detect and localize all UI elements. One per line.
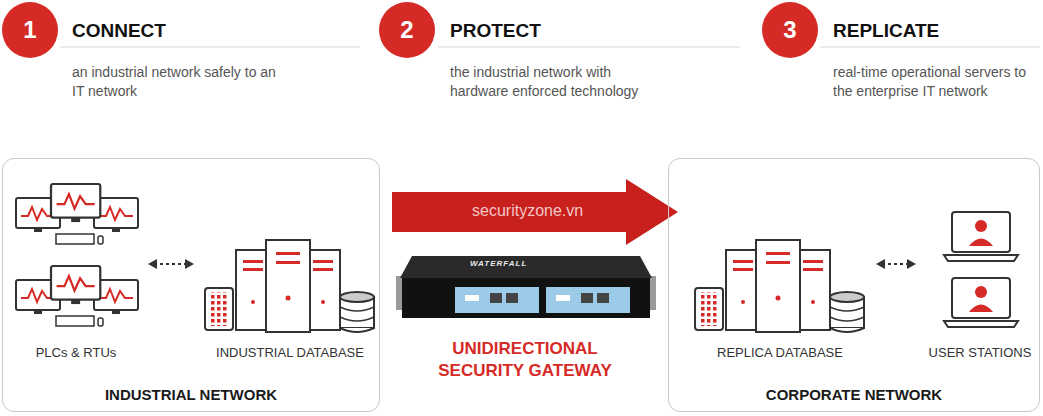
step-heading: PROTECT xyxy=(450,20,541,42)
node-caption: INDUSTRIAL NETWORK xyxy=(3,386,379,403)
database-group: INDUSTRIAL DATABASE xyxy=(197,237,383,361)
arrowhead xyxy=(148,259,157,269)
monitor-icons xyxy=(16,184,138,326)
dotted-line xyxy=(154,263,188,265)
server-icons xyxy=(695,240,864,332)
step-number: 1 xyxy=(2,2,58,58)
device-group: PLCs & RTUs xyxy=(7,176,145,361)
step-description: the industrial network with hardware enf… xyxy=(450,63,665,101)
watermark: securityzone.vn xyxy=(472,202,583,220)
step-heading: CONNECT xyxy=(72,20,166,42)
arrowhead xyxy=(185,259,194,269)
step-description: an industrial network safely to an IT ne… xyxy=(72,63,287,101)
node-caption: REPLICA DATABASE xyxy=(687,345,873,361)
gateway-device xyxy=(396,256,656,318)
network-region: CORPORATE NETWORK REPLICA DATABASE USER ST… xyxy=(668,158,1040,412)
network-region: INDUSTRIAL NETWORK PLCs & RTUs INDUSTRIAL … xyxy=(2,158,380,412)
node-caption: USER STATIONS xyxy=(919,345,1041,361)
node-caption: PLCs & RTUs xyxy=(7,345,145,361)
gateway-node: UNIDIRECTIONAL SECURITY GATEWAY xyxy=(392,252,658,384)
database-group: REPLICA DATABASE xyxy=(687,237,873,361)
arrowhead xyxy=(907,259,916,269)
step-number: 3 xyxy=(762,2,818,58)
callout-number: 1 xyxy=(23,16,36,44)
laptop-icons xyxy=(944,212,1018,327)
link-arrow xyxy=(148,259,194,269)
step-description: real-time operational servers to the ent… xyxy=(833,63,1038,101)
step-heading: REPLICATE xyxy=(833,20,939,42)
callout-number: 3 xyxy=(783,16,796,44)
arrowhead xyxy=(876,259,885,269)
workstation-group: USER STATIONS xyxy=(919,206,1041,361)
brand-print: WATERFALL xyxy=(470,259,527,268)
flow-arrow xyxy=(392,179,678,245)
dotted-line xyxy=(882,263,910,265)
callout-number: 2 xyxy=(400,16,413,44)
node-caption: CORPORATE NETWORK xyxy=(669,386,1039,403)
flow-arrow-body xyxy=(392,179,678,245)
node-caption: INDUSTRIAL DATABASE xyxy=(197,345,383,361)
heading-rule xyxy=(60,46,1040,48)
node-caption: UNIDIRECTIONAL SECURITY GATEWAY xyxy=(415,338,635,382)
step-number: 2 xyxy=(379,2,435,58)
server-icons xyxy=(205,240,374,332)
link-arrow xyxy=(876,259,916,269)
